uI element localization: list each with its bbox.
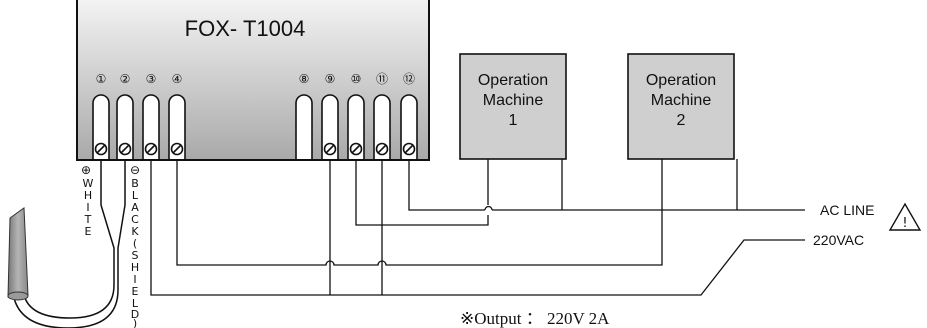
power-labels: AC LINE 220VAC ! [813, 202, 922, 248]
terminal-9 [321, 94, 339, 159]
terminal-label-11: ⑪ [376, 72, 388, 86]
operation-machine-2: Operation Machine 2 [627, 53, 735, 160]
terminal-label-9: ⑨ [325, 72, 336, 86]
white-wire-letter: W [83, 177, 94, 190]
black-wire-letter: L [132, 297, 139, 310]
terminal-4 [168, 94, 186, 159]
terminal-label-3: ③ [146, 72, 157, 86]
terminal-label-2: ② [120, 72, 131, 86]
white-wire-letter: H [84, 189, 92, 202]
wire-terminal-10 [355, 159, 489, 226]
white-wire-letter: I [86, 201, 89, 214]
sensor-probe [7, 207, 29, 301]
output-note: ※Output ： 220V 2A [460, 309, 610, 328]
terminal-label-1: ① [96, 72, 107, 86]
black-wire-letter: ) [133, 317, 137, 328]
black-wire-letter: D [131, 308, 139, 321]
black-wire [13, 159, 126, 328]
terminal-1 [92, 94, 110, 159]
terminal-11 [373, 94, 391, 159]
controller-unit: FOX- T1004 [76, 0, 430, 161]
wire-terminal-12 [408, 159, 805, 211]
minus-icon: ⊖ [130, 163, 140, 177]
black-wire-letter: ( [133, 237, 137, 250]
black-wire-letter: A [131, 201, 139, 214]
terminal-block [92, 94, 418, 159]
wire-terminal-4 [176, 159, 663, 266]
machine-2-line2: Machine [651, 92, 712, 109]
warning-icon: ! [888, 202, 922, 231]
black-wire-letter: C [131, 213, 139, 226]
wiring [150, 159, 805, 296]
sensor-cable: ⊕ W H I T E ⊖ B L A C K ( S H I E L D ) [7, 159, 140, 328]
plus-polarity: ⊕ W H I T E [81, 163, 94, 238]
black-wire-letter: S [132, 249, 139, 262]
minus-polarity: ⊖ B L A C K ( S H I E L D ) [130, 163, 140, 328]
black-wire-letter: B [131, 177, 139, 190]
terminal-label-12: ⑫ [403, 72, 415, 86]
wire-crossings [485, 205, 492, 215]
terminal-10 [347, 94, 365, 159]
wire-terminal-3 [150, 159, 805, 296]
warning-symbol: ! [902, 216, 907, 231]
wire-crossing-hop [484, 205, 493, 211]
ac-line-label: AC LINE [820, 202, 874, 218]
voltage-label: 220VAC [813, 232, 864, 248]
terminal-labels: ① ② ③ ④ ⑧ ⑨ ⑩ ⑪ ⑫ [96, 72, 415, 86]
machine-1-line3: 1 [509, 112, 518, 129]
machine-2-line1: Operation [646, 72, 716, 89]
black-wire-letter: H [131, 261, 139, 274]
white-wire-letter: E [85, 225, 92, 238]
terminal-label-8: ⑧ [299, 72, 310, 86]
black-wire-letter: L [132, 189, 139, 202]
plus-icon: ⊕ [81, 163, 91, 177]
black-wire-letter: I [133, 273, 136, 286]
machine-1-line2: Machine [483, 92, 544, 109]
white-wire-letter: T [84, 213, 92, 226]
device-title: FOX- T1004 [185, 16, 306, 41]
terminal-3 [142, 94, 160, 159]
machine-1-line1: Operation [478, 72, 548, 89]
terminal-8 [295, 94, 313, 159]
terminal-label-10: ⑩ [351, 72, 362, 86]
machine-2-line3: 2 [677, 112, 686, 129]
sensor-wire-lines [13, 159, 126, 328]
white-wire [23, 159, 115, 319]
terminal-2 [116, 94, 134, 159]
operation-machine-1: Operation Machine 1 [459, 53, 567, 160]
terminal-12 [400, 94, 418, 159]
terminal-label-4: ④ [172, 72, 183, 86]
black-wire-letter: K [131, 225, 139, 238]
black-wire-letter: E [132, 285, 139, 298]
